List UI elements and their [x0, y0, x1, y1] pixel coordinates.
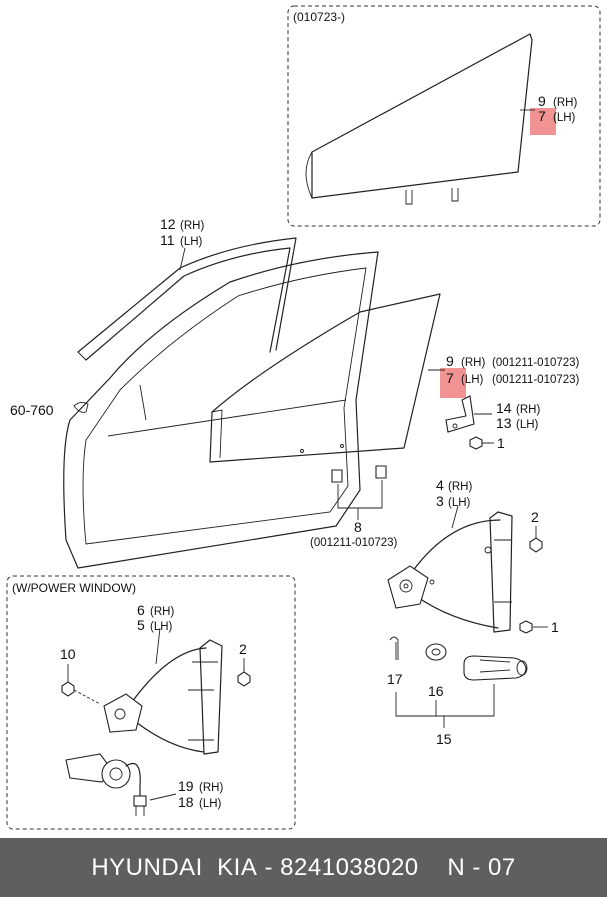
leader-19-18 — [149, 793, 177, 801]
label-18-side: (LH) — [199, 798, 222, 810]
window-handle-15 — [463, 655, 528, 681]
parts-diagram: (010723-) 9 (RH) 7 (LH) 12 (RH) 11 (LH) … — [6, 5, 601, 830]
highlight-top-glass — [530, 108, 556, 135]
window-motor — [65, 753, 147, 816]
leader-10-dash — [73, 689, 101, 705]
label-19: 19 — [178, 778, 194, 794]
box-power-window — [6, 575, 296, 830]
label-ref-60-760: 60-760 — [10, 402, 54, 418]
footer-brand: HYUNDAI KIA — [91, 853, 258, 881]
bolt-1-upper — [469, 436, 490, 450]
label-19-side: (RH) — [199, 782, 223, 794]
label-8: 8 — [354, 519, 362, 535]
label-7-mid: 7 — [446, 370, 454, 386]
label-1-upper: 1 — [497, 435, 505, 451]
box-010723-title: (010723-) — [293, 10, 345, 24]
label-5-side: (LH) — [150, 621, 173, 633]
leader-8 — [337, 480, 383, 520]
ref-clip-icon — [73, 401, 89, 413]
nut-2-power — [237, 671, 251, 687]
label-9-top: 9 — [538, 93, 546, 109]
label-2-manual: 2 — [531, 509, 539, 525]
footer-page: N - 07 — [447, 853, 516, 881]
label-9-mid-side: (RH) — [461, 357, 485, 369]
window-regulator-manual — [387, 511, 513, 633]
highlight-mid-glass — [440, 368, 466, 398]
catalog-footer: HYUNDAI KIA - 8241038020 N - 07 — [0, 838, 607, 897]
label-13: 13 — [496, 415, 512, 431]
label-1-lower: 1 — [551, 619, 559, 635]
label-7-top: 7 — [538, 108, 546, 124]
label-7-mid-range: (001211-010723) — [492, 374, 580, 386]
label-16: 16 — [428, 683, 444, 699]
leader-12-11 — [179, 247, 186, 271]
label-15: 15 — [436, 731, 452, 747]
label-4: 4 — [436, 477, 444, 493]
label-7-mid-side: (LH) — [461, 374, 484, 386]
window-regulator-power — [103, 639, 223, 755]
label-3-side: (LH) — [448, 497, 471, 509]
front-door-frame — [63, 251, 379, 569]
label-2-power: 2 — [239, 641, 247, 657]
label-11-side: (LH) — [180, 236, 203, 248]
leader-4-3 — [451, 505, 459, 529]
label-3: 3 — [436, 493, 444, 509]
box-010723 — [287, 5, 601, 227]
label-6: 6 — [137, 602, 145, 618]
bolt-1-lower — [519, 620, 533, 634]
label-10: 10 — [60, 646, 76, 662]
nut-2-manual — [529, 537, 543, 553]
glass-bracket-14-13 — [445, 395, 475, 433]
leader-15 — [395, 684, 495, 728]
leader-6-5 — [155, 627, 161, 665]
glass-clips-8 — [331, 465, 387, 483]
label-9-mid-range: (001211-010723) — [492, 357, 580, 369]
footer-part-number: 8241038020 — [280, 853, 419, 881]
label-14-side: (RH) — [516, 404, 540, 416]
label-9-mid: 9 — [446, 353, 454, 369]
handle-clip-17 — [389, 636, 399, 660]
footer-separator: - — [257, 853, 281, 881]
label-17: 17 — [387, 671, 403, 687]
label-9-top-side: (RH) — [553, 97, 577, 109]
label-5: 5 — [137, 617, 145, 633]
handle-washer-16 — [425, 643, 447, 661]
label-7-top-side: (LH) — [553, 112, 576, 124]
label-14: 14 — [496, 400, 512, 416]
label-12: 12 — [160, 216, 176, 232]
label-18: 18 — [178, 794, 194, 810]
box-power-window-title: (W/POWER WINDOW) — [12, 581, 136, 595]
label-12-side: (RH) — [180, 220, 204, 232]
door-glass-middle — [209, 293, 441, 463]
label-13-side: (LH) — [516, 419, 539, 431]
label-8-range: (001211-010723) — [310, 537, 398, 549]
bolt-10 — [61, 681, 75, 697]
glass-run-channel — [77, 237, 297, 361]
label-6-side: (RH) — [150, 606, 174, 618]
label-11: 11 — [160, 232, 175, 248]
door-glass-top — [305, 33, 533, 205]
footer-gap — [419, 854, 448, 882]
label-4-side: (RH) — [448, 481, 472, 493]
